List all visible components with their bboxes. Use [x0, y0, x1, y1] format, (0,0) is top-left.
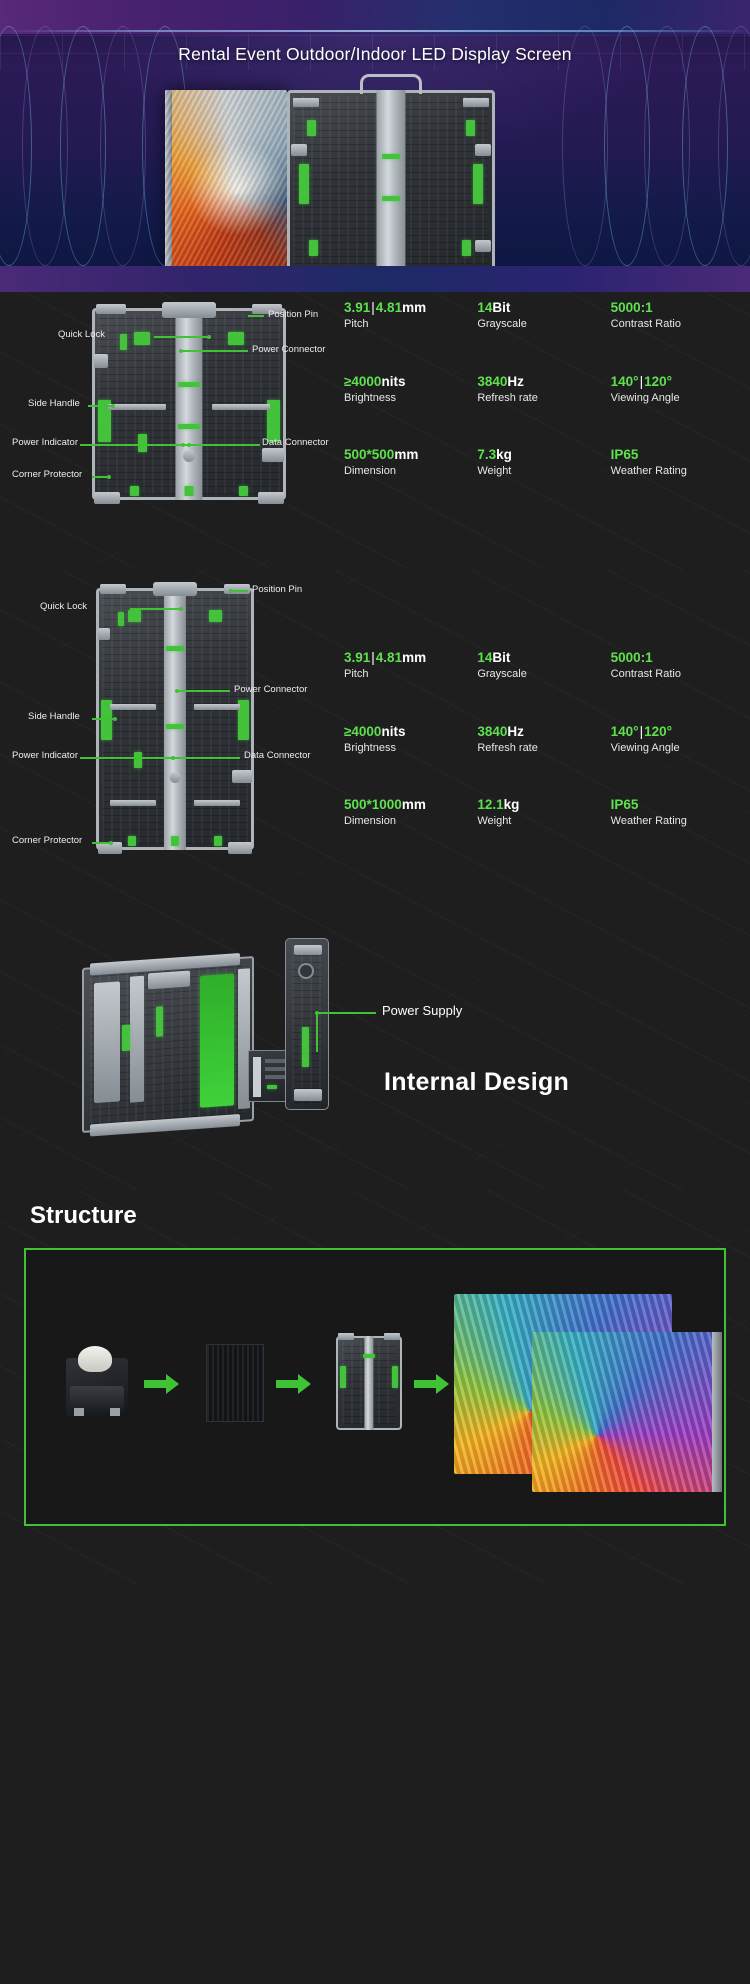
hero-title: Rental Event Outdoor/Indoor LED Display … — [178, 44, 572, 64]
cabinet-diagram-500x500 — [92, 302, 286, 504]
callout-data-connector: Data Connector — [262, 437, 329, 448]
spec-item-contrast-ratio: 5000:1 Contrast Ratio — [610, 650, 681, 680]
led-cabinet — [336, 1333, 402, 1430]
structure-flow-container — [24, 1248, 726, 1526]
internal-design-heading: Internal Design — [384, 1068, 570, 1096]
spec-item-brightness: ≥4000nits Brightness — [344, 373, 406, 404]
spec-item-grayscale: 14Bit Grayscale — [477, 650, 527, 680]
led-screen-front — [165, 90, 287, 270]
spec-item-refresh-rate: 3840Hz Refresh rate — [477, 373, 538, 404]
callout-power-connector: Power Connector — [234, 684, 308, 695]
flow-arrow-icon — [414, 1374, 449, 1394]
spec-item-weight: 7.3kg Weight — [477, 447, 512, 478]
display-wall-side-edge — [712, 1332, 722, 1492]
hero-top-glow-line — [0, 30, 750, 32]
hero-banner: Rental Event Outdoor/Indoor LED Display … — [0, 0, 750, 292]
spec-item-viewing-angle: 140°|120° Viewing Angle — [610, 723, 680, 754]
power-knob — [298, 963, 314, 979]
structure-heading: Structure — [30, 1202, 137, 1229]
spec-item-pitch: 3.91|4.81mm Pitch — [344, 300, 427, 330]
spec-item-weight: 12.1kg Weight — [477, 797, 520, 828]
callout-corner-protector: Corner Protector — [12, 469, 83, 480]
cabinet-rear-view — [287, 74, 495, 270]
led-lamp-bead — [66, 1346, 128, 1416]
cabinet-diagram-500x1000 — [96, 582, 254, 854]
callout-quick-lock: Quick Lock — [58, 329, 105, 340]
hero-top-bar — [0, 0, 750, 34]
hero-bottom-bar — [0, 266, 750, 292]
flow-arrow-icon — [144, 1374, 179, 1394]
screen-side-edge — [165, 90, 172, 270]
spec-section-500x1000: Position Pin Quick Lock Power Connector … — [0, 570, 750, 900]
spec-section-500x500: Position Pin Quick Lock Power Connector … — [0, 292, 750, 660]
callout-power-indicator: Power Indicator — [12, 750, 79, 761]
spec-item-dimension: 500*500mm Dimension — [344, 447, 419, 478]
callout-position-pin: Position Pin — [268, 309, 319, 320]
spec-item-weather-rating: IP65 Weather Rating — [610, 797, 687, 828]
power-supply-leader-vertical — [316, 1012, 318, 1052]
spec-grid-500x1000: 3.91|4.81mm Pitch 14Bit Grayscale 5000:1… — [344, 650, 736, 829]
spec-item-grayscale: 14Bit Grayscale — [477, 300, 527, 330]
spec-item-pitch: 3.91|4.81mm Pitch — [344, 650, 427, 680]
spec-item-contrast-ratio: 5000:1 Contrast Ratio — [610, 300, 681, 330]
spec-item-weather-rating: IP65 Weather Rating — [610, 447, 687, 478]
power-supply-module — [285, 938, 329, 1110]
exploded-cabinet-body — [82, 952, 254, 1137]
led-module — [206, 1344, 264, 1422]
callout-quick-lock: Quick Lock — [40, 601, 87, 612]
spec-item-viewing-angle: 140°|120° Viewing Angle — [610, 373, 680, 404]
callout-side-handle: Side Handle — [28, 711, 80, 722]
internal-design-section: Power Supply Internal Design — [0, 900, 750, 1190]
label-power-supply: Power Supply — [382, 1003, 463, 1018]
flow-arrow-icon — [276, 1374, 311, 1394]
led-display-wall-back — [532, 1332, 716, 1492]
pcb-board — [200, 973, 234, 1108]
callout-power-indicator: Power Indicator — [12, 437, 79, 448]
callout-position-pin: Position Pin — [252, 584, 303, 595]
callout-side-handle: Side Handle — [28, 398, 80, 409]
structure-section: Structure — [0, 1190, 750, 1584]
callout-data-connector: Data Connector — [244, 750, 311, 761]
callout-corner-protector: Corner Protector — [12, 835, 83, 846]
spec-item-brightness: ≥4000nits Brightness — [344, 723, 406, 754]
spec-item-refresh-rate: 3840Hz Refresh rate — [477, 723, 538, 754]
spec-grid-500x500: 3.91|4.81mm Pitch 14Bit Grayscale 5000:1… — [344, 300, 736, 479]
spec-item-dimension: 500*1000mm Dimension — [344, 797, 426, 828]
callout-power-connector: Power Connector — [252, 344, 326, 355]
hero-product-image — [165, 74, 495, 270]
